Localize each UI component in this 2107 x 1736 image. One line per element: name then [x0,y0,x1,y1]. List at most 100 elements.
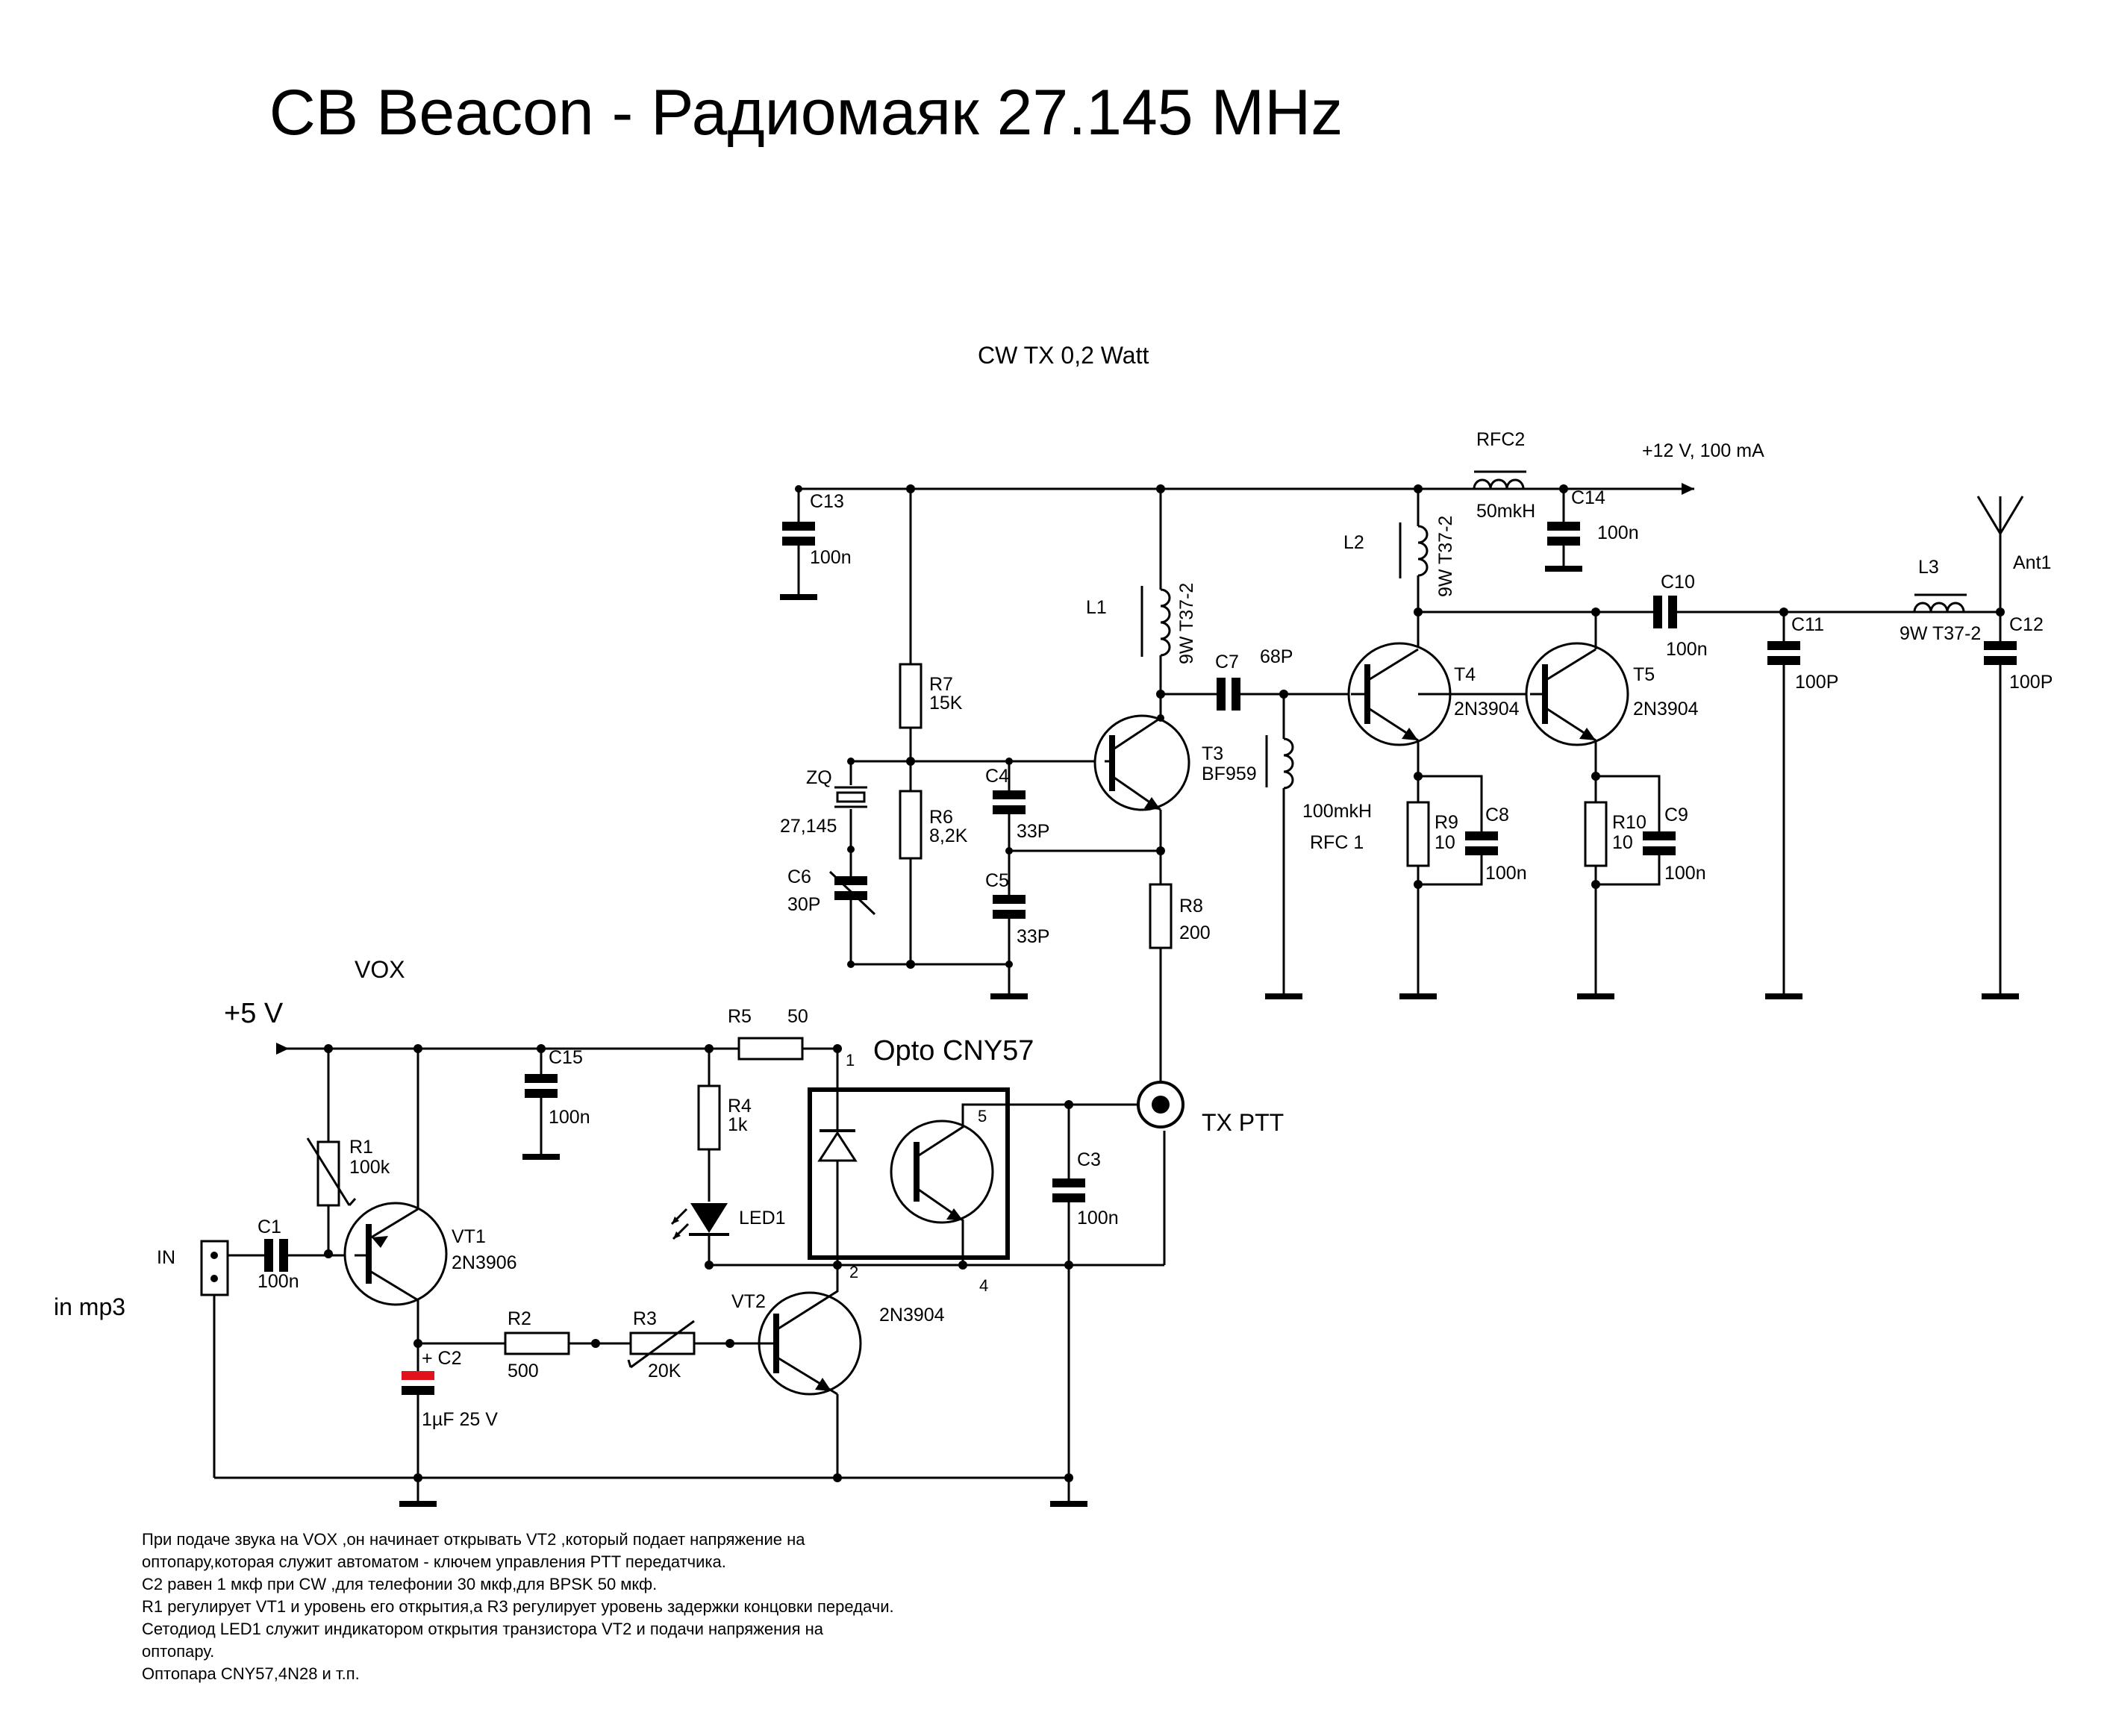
transistor-t4 [1347,642,1452,781]
inductor-l1 [1140,489,1171,718]
opto-pin-1: 1 [846,1051,855,1070]
r6-value: 8,2K [929,825,968,846]
vt1-ref: VT1 [452,1226,486,1247]
opto-pin-2: 2 [849,1263,858,1281]
c12-value: 100P [2009,672,2053,693]
r7-value: 15K [929,693,963,714]
transistor-vt2 [746,1265,862,1482]
zq-value: 27,145 [780,816,837,837]
note-line-4: R1 регулирует VT1 и уровень его открытия… [142,1597,894,1616]
t4-value: 2N3904 [1454,699,1520,719]
note-line-7: Оптопара CNY57,4N28 и т.п. [142,1664,360,1683]
r8-ref: R8 [1179,896,1203,917]
c2-value: 1µF 25 V [422,1409,498,1430]
capacitor-c4-c5 [990,758,1161,999]
capacitor-c11 [1765,612,1802,999]
led1-icon [670,1203,729,1270]
r9-ref: R9 [1435,812,1458,833]
r1-ref: R1 [349,1137,373,1158]
transistor-t5 [1418,608,1629,781]
l3-value: 9W T37-2 [1900,623,1981,644]
opto-pin-4: 4 [979,1276,988,1295]
capacitor-c1 [261,1239,355,1272]
r8-value: 200 [1179,922,1211,943]
led1-ref: LED1 [739,1208,786,1228]
r5-value: 50 [787,1006,808,1027]
vt2-value: 2N3904 [879,1305,945,1326]
c12-ref: C12 [2009,614,2044,635]
note-line-6: оптопару. [142,1642,214,1661]
subtitle: CW TX 0,2 Watt [978,342,1149,369]
capacitor-c14 [1545,489,1582,572]
c6-value: 30P [787,894,820,915]
c6-ref: C6 [787,867,811,887]
c15-value: 100n [549,1107,590,1128]
r1-value: 100k [349,1157,390,1178]
c4-ref: C4 [985,766,1009,787]
capacitor-c3 [1050,1105,1087,1507]
supply-12v-label: +12 V, 100 mA [1642,440,1764,461]
t5-value: 2N3904 [1633,699,1699,719]
r9-value: 10 [1435,832,1455,853]
t3-ref: T3 [1202,743,1223,764]
c5-ref: C5 [985,870,1009,891]
rfc1-value: 100mkH [1302,801,1372,822]
l2-value: 9W T37-2 [1435,516,1456,597]
vt2-ref: VT2 [731,1291,766,1312]
in-mp3-label: in mp3 [54,1293,125,1320]
supply-rail-5v [276,1043,739,1055]
c11-ref: C11 [1791,614,1824,635]
resistor-r3-trimmer [627,1320,746,1369]
crystal-zq [834,758,867,877]
c10-ref: C10 [1661,572,1695,593]
vt1-value: 2N3906 [452,1252,517,1273]
page-title: CB Beacon - Радиомаяк 27.145 MHz [269,77,1343,149]
c5-value: 33P [1017,926,1049,947]
opto-pin-5: 5 [978,1107,987,1125]
t5-ref: T5 [1633,664,1655,685]
ant1-ref: Ant1 [2013,552,2051,573]
antenna-icon [1976,496,2024,612]
note-line-2: оптопару,которая служит автоматом - ключ… [142,1552,726,1571]
opto-label: Opto CNY57 [873,1035,1034,1067]
resistor-r9-capacitor-c8 [1399,775,1498,999]
resistor-r10-capacitor-c9 [1577,775,1676,999]
r10-ref: R10 [1612,812,1646,833]
l1-ref: L1 [1086,597,1107,618]
l3-ref: L3 [1918,557,1939,578]
c11-value: 100P [1795,672,1838,693]
c7-value: 68P [1260,646,1293,667]
r2-ref: R2 [508,1308,531,1329]
note-line-3: C2 равен 1 мкф при CW ,для телефонии 30 … [142,1575,657,1593]
r3-ref: R3 [633,1308,657,1329]
r4-ref: R4 [728,1096,752,1117]
resistor-r2 [418,1331,631,1355]
transistor-vt1 [343,1049,448,1358]
in-label: IN [157,1247,175,1268]
capacitor-c12 [1982,612,2019,999]
resistor-r8 [1149,883,1173,1101]
c13-ref: C13 [810,491,844,512]
c14-ref: C14 [1571,487,1605,508]
capacitor-c13 [780,485,817,600]
c1-value: 100n [257,1271,299,1292]
rfc1-ref: RFC 1 [1310,832,1364,853]
r6-ref: R6 [929,807,953,828]
rfc2-ref: RFC2 [1476,429,1525,450]
resistor-r7-r6-divider [851,489,1105,969]
c7-ref: C7 [1215,652,1239,672]
r10-value: 10 [1612,832,1633,853]
inductor-l2 [1399,489,1653,649]
transistor-t3 [1093,714,1190,884]
c8-ref: C8 [1485,805,1509,825]
l2-ref: L2 [1343,532,1364,553]
c9-ref: C9 [1664,805,1688,825]
c15-ref: C15 [549,1047,583,1068]
r4-value: 1k [728,1114,748,1135]
rfc2-value: 50mkH [1476,501,1535,522]
t3-value: BF959 [1202,764,1257,784]
resistor-r4 [697,1049,721,1202]
c14-value: 100n [1597,522,1639,543]
r7-ref: R7 [929,674,953,695]
